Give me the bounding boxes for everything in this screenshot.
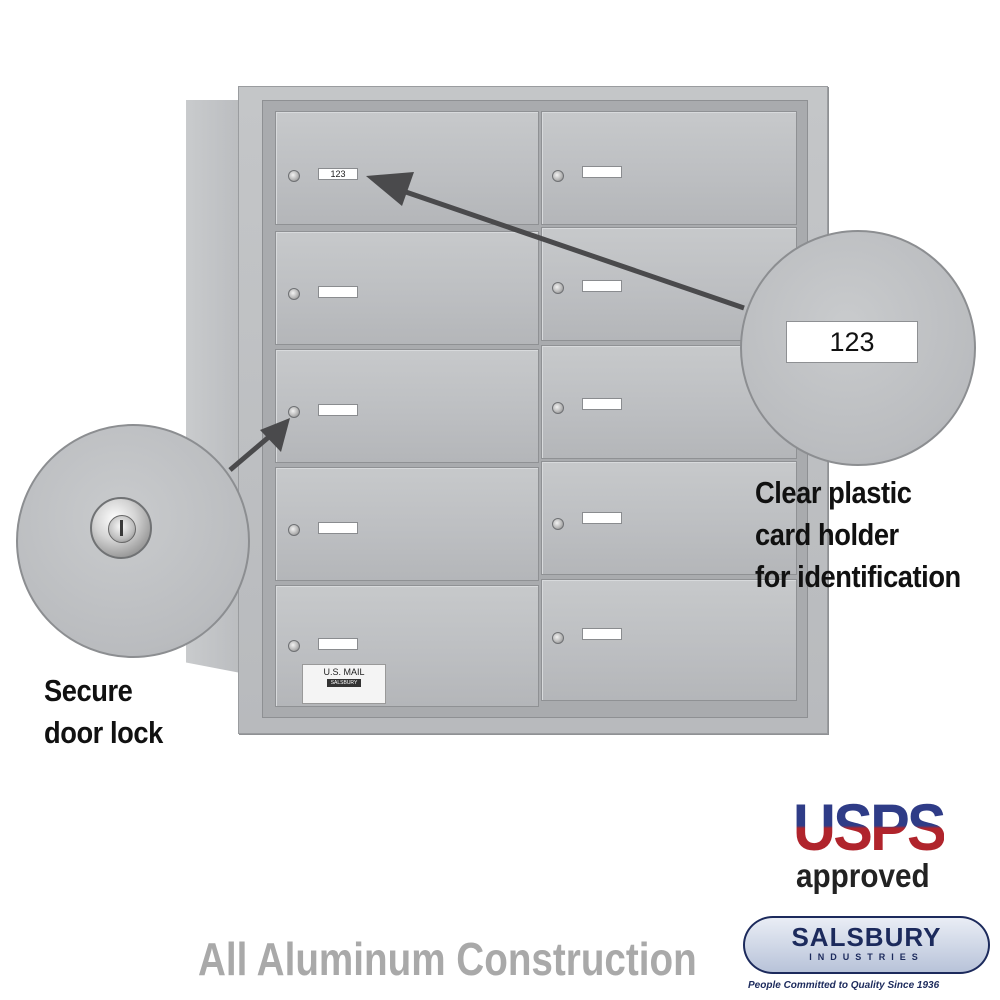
door-lock-icon <box>552 402 564 414</box>
us-mail-plate-title: U.S. MAIL <box>323 667 365 677</box>
us-mail-plate: U.S. MAIL SALSBURY <box>302 664 386 704</box>
mail-door[interactable] <box>541 579 797 701</box>
id-card-holder <box>582 166 622 178</box>
card-arrow-icon <box>366 172 745 311</box>
us-mail-plate-logo: SALSBURY <box>326 679 362 687</box>
door-lock-icon <box>288 640 300 652</box>
salsbury-logo: SALSBURY INDUSTRIES <box>743 916 990 974</box>
door-lock-icon <box>552 282 564 294</box>
id-card-holder: 123 <box>318 168 358 180</box>
mail-door[interactable] <box>275 467 539 581</box>
mail-door[interactable] <box>275 231 539 345</box>
door-lock-icon <box>288 406 300 418</box>
door-lock-icon <box>288 288 300 300</box>
id-card-holder <box>318 638 358 650</box>
construction-caption: All Aluminum Construction <box>198 933 697 985</box>
card-holder-callout-text: Clear plastic card holder for identifica… <box>755 475 961 594</box>
keyway-icon <box>120 520 123 536</box>
id-card-holder <box>582 280 622 292</box>
mailbox-door-grid: 123 <box>262 100 808 718</box>
mail-door[interactable]: 123 <box>275 111 539 225</box>
lock-arrow-icon <box>228 418 290 472</box>
id-card-holder <box>582 398 622 410</box>
lock-callout-text: Secure door lock <box>44 673 163 750</box>
mail-door[interactable] <box>541 111 797 225</box>
id-card-holder <box>582 512 622 524</box>
door-lock-icon <box>288 170 300 182</box>
mail-door[interactable] <box>275 349 539 463</box>
id-card-holder <box>318 522 358 534</box>
lock-cylinder-icon <box>108 515 136 543</box>
door-lock-icon <box>552 632 564 644</box>
salsbury-logo-sub: INDUSTRIES <box>809 952 924 962</box>
door-lock-icon <box>552 518 564 530</box>
mail-door[interactable] <box>541 461 797 575</box>
id-card-holder <box>318 404 358 416</box>
door-lock-icon <box>552 170 564 182</box>
door-lock-icon <box>288 524 300 536</box>
card-holder-zoom-label: 123 <box>786 321 918 363</box>
usps-logo: USPS <box>793 790 947 864</box>
id-card-holder <box>318 286 358 298</box>
brand-tagline: People Committed to Quality Since 1936 <box>748 980 940 991</box>
usps-approved-text: approved <box>796 857 930 894</box>
id-card-holder <box>582 628 622 640</box>
salsbury-logo-name: SALSBURY <box>791 922 942 952</box>
